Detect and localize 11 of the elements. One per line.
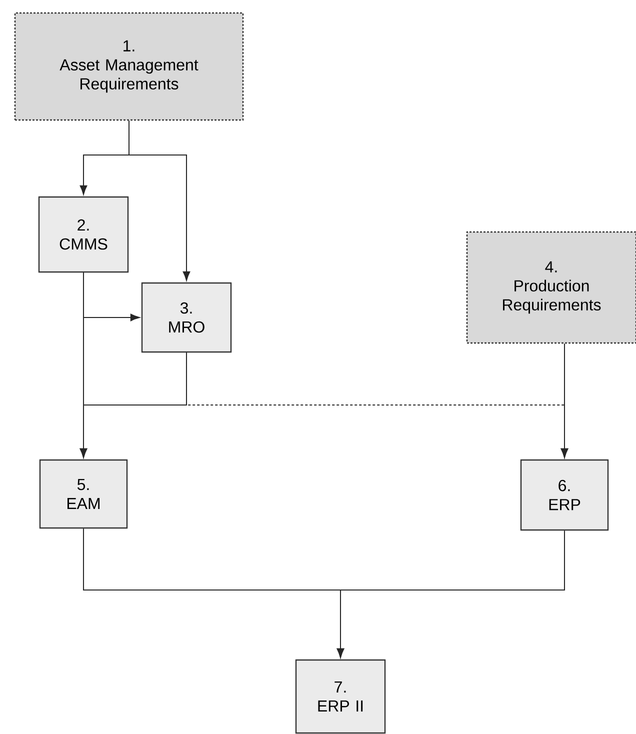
system-box: 2. CMMS xyxy=(38,196,129,273)
arrow xyxy=(80,352,187,458)
system-box: 7. ERP II xyxy=(295,659,386,734)
arrow xyxy=(128,120,190,281)
arrow xyxy=(560,343,568,458)
system-box: 5. EAM xyxy=(39,459,128,529)
requirement-box: 4. Production Requirements xyxy=(466,231,636,344)
arrow xyxy=(336,530,565,658)
system-box: 6. ERP xyxy=(520,459,609,531)
system-box: 3. MRO xyxy=(141,282,232,353)
requirement-box: 1. Asset Management Requirements xyxy=(14,12,244,121)
